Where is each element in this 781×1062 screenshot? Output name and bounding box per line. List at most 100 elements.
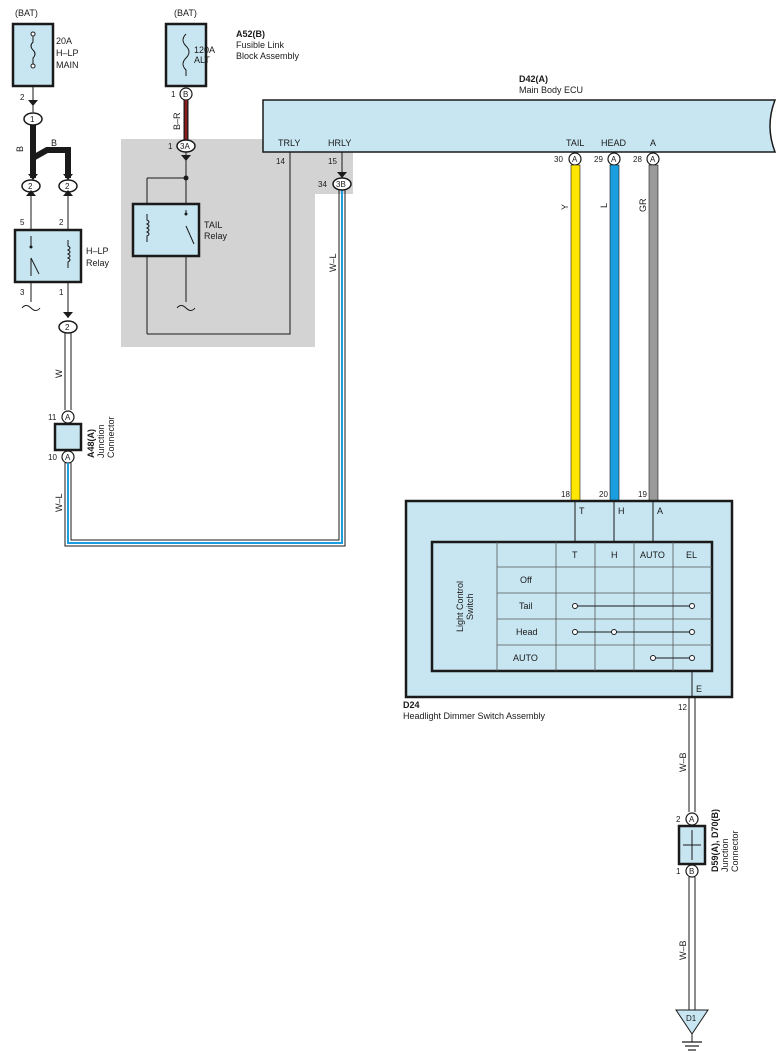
- fuse-amp: 20A: [56, 36, 72, 46]
- svg-text:11: 11: [48, 413, 57, 422]
- dimmer-switch-code: D24: [403, 700, 420, 710]
- hlp-relay-coil-icon: [66, 240, 71, 268]
- svg-text:Head: Head: [516, 627, 538, 637]
- svg-text:Switch: Switch: [465, 593, 475, 620]
- tail-relay-switch: [185, 225, 195, 245]
- connector-3b: [332, 177, 352, 191]
- wire-l: [609, 164, 620, 502]
- svg-text:HEAD: HEAD: [601, 138, 627, 148]
- svg-text:Light Control: Light Control: [455, 581, 465, 632]
- svg-text:1: 1: [168, 142, 173, 151]
- wire-b-left: B: [15, 146, 25, 152]
- hlp-relay-box: [13, 228, 83, 284]
- ground-triangle-d1: [675, 1009, 709, 1035]
- svg-text:Fusible Link: Fusible Link: [236, 40, 285, 50]
- svg-text:3: 3: [20, 288, 25, 297]
- d59-code: D59(A), D70(B): [710, 809, 720, 872]
- tail-relay-coil-icon: [145, 214, 150, 242]
- hlp-relay-name-1: H–LP: [86, 246, 109, 256]
- bat-label-left: (BAT): [15, 8, 38, 18]
- svg-text:A: A: [572, 155, 578, 164]
- svg-text:14: 14: [276, 157, 285, 166]
- svg-text:TRLY: TRLY: [278, 138, 300, 148]
- svg-text:T: T: [572, 550, 578, 560]
- svg-text:B: B: [689, 867, 694, 876]
- wire-y: [570, 164, 581, 502]
- svg-text:A: A: [611, 155, 617, 164]
- svg-text:EL: EL: [686, 550, 697, 560]
- wire-b-top: B: [51, 138, 57, 148]
- svg-text:Block Assembly: Block Assembly: [236, 51, 300, 61]
- wire-wl-left: W–L: [54, 493, 64, 512]
- svg-text:Off: Off: [520, 575, 532, 585]
- svg-text:1: 1: [676, 867, 681, 876]
- svg-text:Junction: Junction: [96, 424, 106, 458]
- svg-text:28: 28: [633, 155, 642, 164]
- svg-text:HRLY: HRLY: [328, 138, 351, 148]
- fuse-icon: [30, 34, 36, 66]
- svg-text:120A: 120A: [194, 45, 215, 55]
- svg-text:AUTO: AUTO: [513, 653, 538, 663]
- svg-text:3A: 3A: [180, 142, 190, 151]
- svg-text:A: A: [650, 138, 656, 148]
- ecu-name: Main Body ECU: [519, 85, 583, 95]
- ecu-code: D42(A): [519, 74, 548, 84]
- ground-tilde-tail: [176, 305, 196, 311]
- svg-text:19: 19: [638, 490, 647, 499]
- fuse-pin: 2: [20, 93, 25, 102]
- svg-text:L: L: [599, 203, 609, 208]
- hlp-relay-name-2: Relay: [86, 258, 110, 268]
- svg-text:3B: 3B: [336, 180, 346, 189]
- bat-label-right: (BAT): [174, 8, 197, 18]
- svg-text:2: 2: [65, 323, 70, 332]
- svg-text:ALT: ALT: [194, 55, 210, 65]
- svg-text:34: 34: [318, 180, 327, 189]
- dimmer-switch-name: Headlight Dimmer Switch Assembly: [403, 711, 546, 721]
- svg-text:5: 5: [20, 218, 25, 227]
- svg-text:H: H: [611, 550, 618, 560]
- svg-text:2: 2: [59, 218, 64, 227]
- svg-text:T: T: [579, 506, 585, 516]
- svg-text:18: 18: [561, 490, 570, 499]
- main-body-ecu-box: [262, 99, 777, 153]
- svg-text:Connector: Connector: [730, 830, 740, 872]
- svg-text:W–B: W–B: [678, 940, 688, 960]
- d59-bottom-conn: [685, 864, 699, 878]
- tail-relay-name-1: TAIL: [204, 220, 222, 230]
- svg-text:2: 2: [676, 815, 681, 824]
- svg-text:Junction: Junction: [720, 838, 730, 872]
- svg-text:A: A: [650, 155, 656, 164]
- b-wire-fork: [30, 125, 71, 178]
- svg-text:Y: Y: [560, 204, 570, 210]
- fuse-name-2: MAIN: [56, 60, 79, 70]
- connector-2c: [58, 320, 78, 334]
- svg-text:W–B: W–B: [678, 752, 688, 772]
- wire-gr: [648, 164, 659, 502]
- svg-text:B–R: B–R: [172, 112, 182, 130]
- svg-text:AUTO: AUTO: [640, 550, 665, 560]
- svg-text:A: A: [657, 506, 663, 516]
- connector-1-label: 1: [30, 115, 35, 124]
- svg-text:2: 2: [28, 182, 33, 191]
- wire-wl-bottom: [64, 190, 346, 547]
- fusible-link-code: A52(B): [236, 29, 265, 39]
- svg-text:15: 15: [328, 157, 337, 166]
- hlp-relay-switch: [30, 257, 40, 275]
- svg-text:GR: GR: [638, 198, 648, 212]
- fuse-name-1: H–LP: [56, 48, 79, 58]
- svg-text:A: A: [65, 413, 71, 422]
- svg-text:1: 1: [171, 90, 176, 99]
- ground-tilde-left: [21, 305, 41, 311]
- tail-relay-name-2: Relay: [204, 231, 228, 241]
- svg-text:A: A: [65, 453, 71, 462]
- svg-text:2: 2: [65, 182, 70, 191]
- svg-text:B: B: [183, 90, 188, 99]
- svg-text:A: A: [689, 815, 695, 824]
- a48-code: A48(A): [86, 429, 96, 458]
- svg-text:Connector: Connector: [106, 416, 116, 458]
- a48-junction-box: [53, 422, 83, 452]
- svg-text:30: 30: [554, 155, 563, 164]
- wire-w: W: [54, 369, 64, 378]
- svg-text:H: H: [618, 506, 625, 516]
